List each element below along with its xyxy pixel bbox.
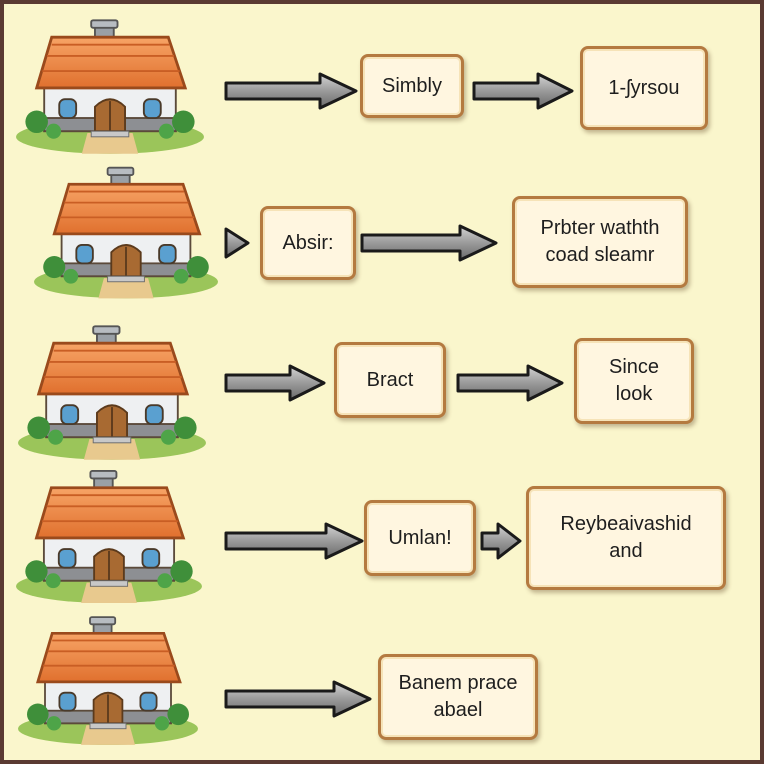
arrow-right-icon [224, 72, 358, 110]
result-box: Since look [574, 338, 694, 424]
step-box: Absir: [260, 206, 356, 280]
result-box: Prbter wathth coad sleamr [512, 196, 688, 288]
cottage-icon [16, 469, 202, 605]
cottage-icon [18, 615, 198, 747]
arrow-right-icon [224, 364, 326, 402]
arrow-right-icon [360, 224, 498, 262]
arrow-right-icon [472, 72, 574, 110]
arrow-right-icon [224, 227, 250, 259]
cottage-icon [16, 18, 204, 156]
step-box: Bract [334, 342, 446, 418]
step-box: Simbly [360, 54, 464, 118]
step-box: Umlan! [364, 500, 476, 576]
arrow-right-icon [480, 522, 522, 560]
cottage-icon [34, 166, 218, 300]
result-box: Reybeaivashid and [526, 486, 726, 590]
result-box: 1-ʃyrsou [580, 46, 708, 130]
arrow-right-icon [456, 364, 564, 402]
arrow-right-icon [224, 680, 372, 718]
arrow-right-icon [224, 522, 364, 560]
step-box: Banem prace abael [378, 654, 538, 740]
cottage-icon [18, 324, 206, 462]
